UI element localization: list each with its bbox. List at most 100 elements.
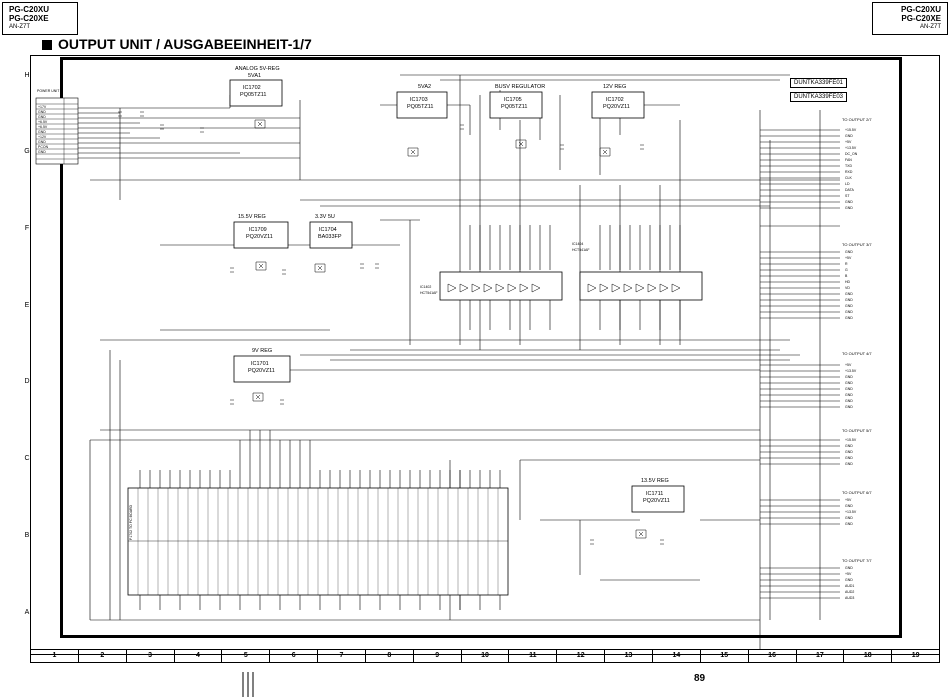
output-signal: G <box>845 268 848 272</box>
row-label-a: A <box>24 609 30 616</box>
regulator-group-label: 12V REG <box>603 84 626 90</box>
col-label: 19 <box>911 652 920 659</box>
input-pin-labels: +17V GND GND +6.5V +6.5V GND +12V GND PC… <box>38 105 49 154</box>
regulator-ic1704: 3.3V 5U IC1704 BA033FP <box>309 214 353 249</box>
row-label-g: G <box>24 148 30 155</box>
power-input-connector <box>35 97 79 165</box>
output-signal: GND <box>845 250 853 254</box>
col-label: 3 <box>127 650 175 662</box>
bullet-square-icon <box>42 40 52 50</box>
regulator-part: PQ20VZ11 <box>643 498 670 504</box>
col-label: 18 <box>844 650 893 662</box>
output-signal: GND <box>845 298 853 302</box>
regulator-group-label: 15.5V REG <box>238 214 266 220</box>
schematic-sheet <box>30 55 940 655</box>
output-signal: +13.5V <box>845 146 857 150</box>
regulator-part: PQ05TZ11 <box>407 104 434 110</box>
buffer-ic1404: IC1404 HCT541AF <box>572 242 703 301</box>
output-signal: HD <box>845 280 851 284</box>
main-connector: P1702 TO PC BOARD <box>127 487 509 596</box>
page-title-text: OUTPUT UNIT / AUSGABEEINHEIT-1/7 <box>58 36 312 52</box>
output-signal: GND <box>845 578 853 582</box>
output-signal: GND <box>845 566 853 570</box>
output-signal: GND <box>845 522 853 526</box>
output-group-title: TO OUTPUT 6/7 <box>842 490 872 495</box>
regulator-group-label: 3.3V 5U <box>315 214 335 220</box>
schematic-frame <box>60 57 902 638</box>
output-signal: GND <box>845 456 853 460</box>
output-signal: GND <box>845 387 853 391</box>
output-group-title: TO OUTPUT 4/7 <box>842 351 872 356</box>
output-signal: CLK <box>845 176 852 180</box>
col-label: 12 <box>557 650 606 662</box>
binding-mark-icon <box>242 672 254 697</box>
regulator-group-label: 9V REG <box>252 348 272 354</box>
col-label: 17 <box>797 650 845 662</box>
output-signal: GND <box>845 462 853 466</box>
output-signal: AUD1 <box>845 584 854 588</box>
output-signal: GND <box>845 375 853 379</box>
output-signal: GND <box>845 405 853 409</box>
regulator-ic1701: 9V REG IC1701 PQ20VZ11 <box>233 348 291 383</box>
output-signal-labels: +15.5V GND +5V +13.5V DC_ON FAN TXD RXD … <box>845 128 858 600</box>
input-pin: GND <box>38 140 46 144</box>
reference-code-2: DUNTKA339FE03 <box>790 92 848 102</box>
input-pin: +6.5V <box>38 125 48 129</box>
output-signal: ST <box>845 194 850 198</box>
row-label-e: E <box>24 302 30 309</box>
input-pin: PCON <box>38 145 49 149</box>
regulator-group-label: 13.5V REG <box>641 478 669 484</box>
col-label: 5 <box>222 650 271 662</box>
regulator-ic1703: 5VA2 IC1703 PQ05TZ11 <box>396 84 448 119</box>
output-signal: +5V <box>845 256 852 260</box>
regulator-ic: IC1701 <box>251 361 269 367</box>
output-signal: GND <box>845 444 853 448</box>
col-label: 2 <box>79 650 127 662</box>
buffer-part-label: HCT541AF <box>572 248 590 252</box>
regulator-ic: IC1702 <box>243 85 261 91</box>
regulator-ic1702-12v: 12V REG IC1702 PQ20VZ11 <box>591 84 645 119</box>
output-group-title: TO OUTPUT 7/7 <box>842 558 872 563</box>
output-signal: +15.5V <box>845 438 857 442</box>
column-index-strip: 1 2 3 4 5 6 7 8 9 10 11 12 13 14 15 16 1… <box>30 649 940 663</box>
regulator-part: PQ05TZ11 <box>240 92 267 98</box>
regulator-part: PQ20VZ11 <box>248 368 275 374</box>
output-signal: GND <box>845 310 853 314</box>
output-group-title: TO OUTPUT 3/7 <box>842 242 872 247</box>
model-line-2-right: PG-C20XE <box>901 14 941 23</box>
col-label: 15 <box>701 650 749 662</box>
col-label: 8 <box>366 650 414 662</box>
regulator-ic1705: BUSV REGULATOR IC1705 PQ05TZ11 <box>489 84 545 119</box>
output-signal: AUD2 <box>845 590 854 594</box>
regulator-part: PQ20VZ11 <box>603 104 630 110</box>
output-group-title: TO OUTPUT 2/7 <box>842 117 872 122</box>
regulator-sub-label: 5VA1 <box>248 73 261 79</box>
output-signal: GND <box>845 200 853 204</box>
row-label-f: F <box>24 225 30 232</box>
output-signal: +13.5V <box>845 369 857 373</box>
col-label: 4 <box>175 650 223 662</box>
output-signal: GND <box>845 450 853 454</box>
col-label: 14 <box>653 650 701 662</box>
regulator-ic1709: 15.5V REG IC1709 PQ20VZ11 <box>233 214 289 249</box>
output-signal: TXD <box>845 164 852 168</box>
input-pin: +17V <box>38 105 47 109</box>
regulator-group-label: BUSV REGULATOR <box>495 84 545 90</box>
output-signal: R <box>845 262 848 266</box>
output-signal: +5V <box>845 140 852 144</box>
col-label: 1 <box>31 650 79 662</box>
model-line-2: PG-C20XE <box>9 14 49 23</box>
output-signal: LD <box>845 182 850 186</box>
output-signal: +5V <box>845 498 852 502</box>
buffer-ic1402: IC1402 HCT541AF <box>420 271 563 301</box>
row-label-b: B <box>24 532 30 539</box>
row-label-h: H <box>24 72 30 79</box>
output-signal: GND <box>845 381 853 385</box>
output-signal: GND <box>845 304 853 308</box>
output-signal: GND <box>845 516 853 520</box>
output-signal: GND <box>845 206 853 210</box>
input-connector-title: POWER UNIT <box>37 89 60 93</box>
model-line-1-right: PG-C20XU <box>900 5 941 14</box>
row-label-d: D <box>24 378 30 385</box>
